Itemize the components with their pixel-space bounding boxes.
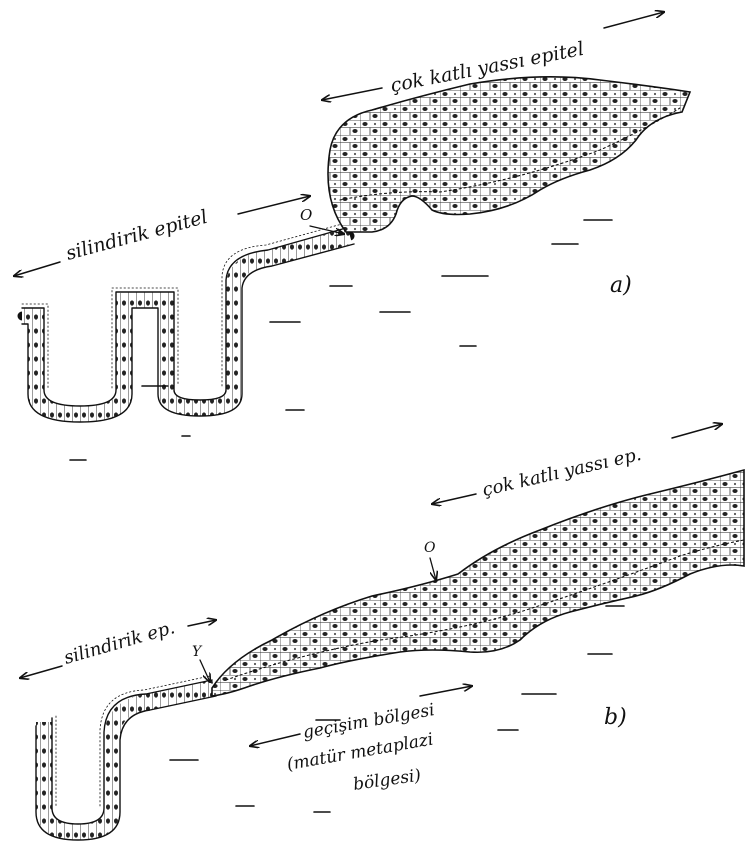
panel-b-y-marker: Y [192, 644, 210, 682]
panel-b-squamous-epithelium [212, 470, 744, 696]
panel-b-letter: b) [604, 705, 627, 730]
panel-b-columnar-label: silindirik ep. [20, 617, 216, 678]
transition-zone-line3: bölgesi) [352, 766, 422, 795]
panel-b-transition-zone-label: geçişim bölgesi (matür metaplazi bölgesi… [250, 686, 472, 795]
panel-a-letter: a) [610, 273, 632, 298]
panel-a-o-text: O [300, 206, 312, 224]
panel-b-o-marker: O [424, 540, 436, 580]
panel-a-connective-tissue-marks [70, 220, 612, 460]
panel-b-columnar-epithelium [36, 676, 216, 840]
panel-b-o-text: O [424, 540, 436, 556]
panel-b: çok katlı yassı ep. silindirik ep. Y O g… [20, 424, 744, 840]
panel-a-columnar-text: silindirik epitel [64, 206, 210, 265]
panel-b-squamous-text: çok katlı yassı ep. [480, 444, 643, 501]
panel-b-y-text: Y [192, 644, 203, 660]
panel-a: çok katlı yassı epitel silindirik epitel… [14, 12, 690, 460]
panel-b-columnar-text: silindirik ep. [62, 617, 178, 669]
panel-a-squamous-epithelium [328, 77, 690, 232]
